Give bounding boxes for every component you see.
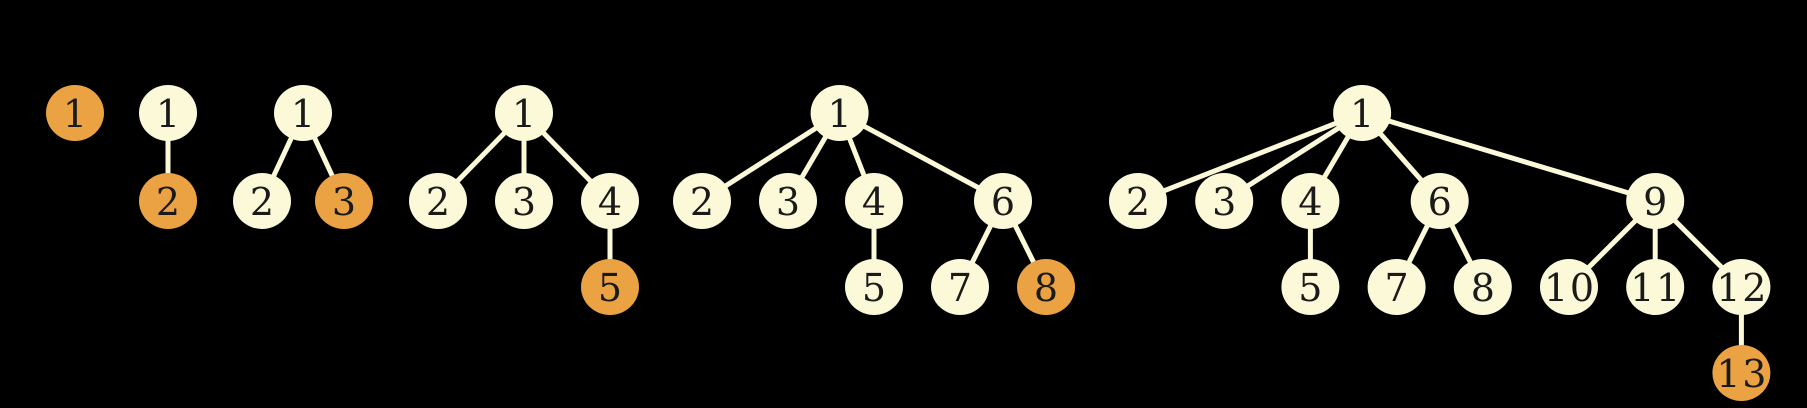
node-6	[974, 173, 1032, 229]
node-label: 2	[156, 180, 180, 224]
node-4	[1281, 173, 1340, 229]
node-label: 13	[1716, 352, 1766, 396]
highlighted-node-8	[1017, 259, 1075, 315]
node-label: 9	[1643, 180, 1667, 224]
node-label: 1	[828, 92, 852, 136]
edge-1-9	[1361, 110, 1656, 204]
node-3	[495, 173, 553, 229]
node-7	[931, 259, 989, 315]
node-1	[139, 85, 197, 141]
node-4	[845, 173, 903, 229]
node-label: 4	[1298, 180, 1322, 224]
node-label: 5	[862, 266, 886, 310]
node-label: 3	[512, 180, 536, 224]
node-5	[1281, 259, 1340, 315]
node-label: 1	[63, 92, 87, 136]
node-label: 5	[1298, 266, 1322, 310]
node-7	[1367, 259, 1426, 315]
tree-4: 1 2 3 4 5	[409, 85, 639, 315]
node-10	[1540, 259, 1598, 315]
tree-5: 1 2 3 4 6 5 7 8	[673, 85, 1075, 315]
node-3	[1195, 173, 1254, 229]
highlighted-node-1	[46, 85, 104, 141]
node-5	[845, 259, 903, 315]
node-label: 2	[250, 180, 274, 224]
node-label: 7	[948, 266, 972, 310]
node-label: 2	[690, 180, 714, 224]
edge-1-6	[838, 110, 1005, 204]
node-8	[1453, 259, 1512, 315]
node-12	[1712, 259, 1771, 315]
node-label: 2	[1126, 180, 1150, 224]
node-label: 10	[1544, 266, 1594, 310]
node-2	[1109, 173, 1167, 229]
tree-2: 12	[139, 85, 197, 229]
node-6	[1410, 173, 1469, 229]
highlighted-node-5	[581, 259, 639, 315]
node-label: 8	[1471, 266, 1495, 310]
node-4	[581, 173, 639, 229]
node-label: 2	[426, 180, 450, 224]
node-label: 6	[1428, 180, 1452, 224]
node-3	[759, 173, 817, 229]
node-11	[1626, 259, 1685, 315]
node-label: 3	[332, 180, 356, 224]
node-label: 3	[776, 180, 800, 224]
highlighted-node-3	[315, 173, 373, 229]
node-2	[233, 173, 291, 229]
edge-1-2	[1137, 110, 1364, 204]
node-label: 1	[291, 92, 315, 136]
node-1	[495, 85, 553, 141]
node-label: 6	[991, 180, 1015, 224]
node-label: 8	[1034, 266, 1058, 310]
node-label: 1	[1350, 92, 1374, 136]
node-2	[673, 173, 731, 229]
node-1	[274, 85, 332, 141]
node-1	[1333, 85, 1392, 141]
node-label: 11	[1630, 266, 1680, 310]
node-label: 1	[512, 92, 536, 136]
tree-3: 12 3	[233, 85, 373, 229]
node-label: 3	[1212, 180, 1236, 224]
node-label: 1	[156, 92, 180, 136]
node-label: 4	[598, 180, 622, 224]
node-2	[409, 173, 467, 229]
highlighted-node-13	[1712, 345, 1771, 401]
node-9	[1626, 173, 1685, 229]
node-label: 5	[598, 266, 622, 310]
highlighted-node-2	[139, 173, 197, 229]
node-label: 7	[1385, 266, 1409, 310]
node-1	[810, 85, 869, 141]
node-label: 12	[1716, 266, 1766, 310]
node-label: 4	[862, 180, 886, 224]
tree-1: 1	[46, 85, 104, 141]
